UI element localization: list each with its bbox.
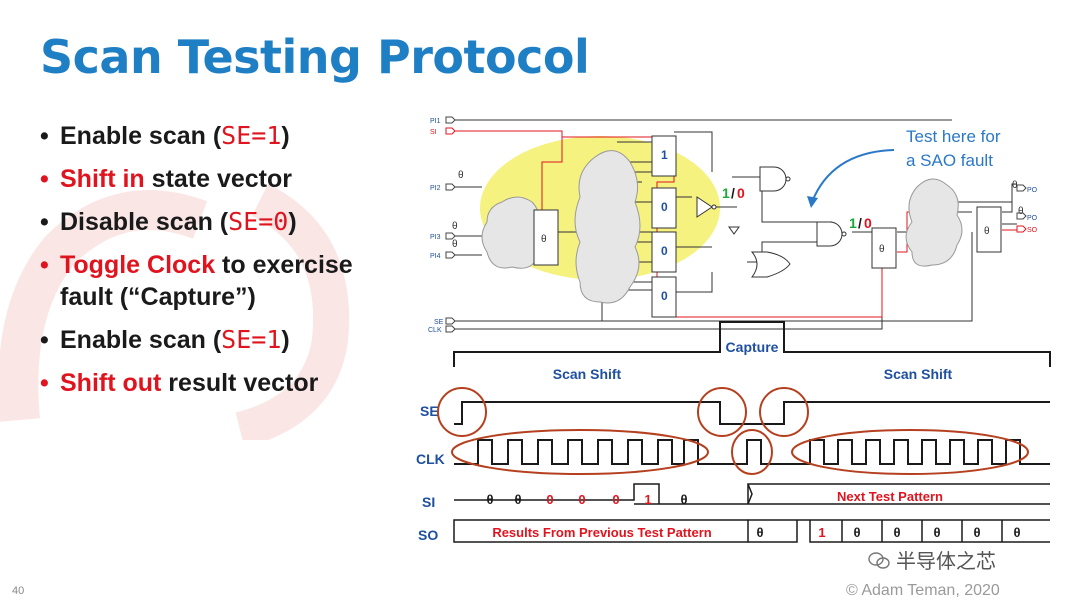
- signal-label-si: SI: [422, 494, 435, 510]
- output-label: PO: [1027, 187, 1038, 194]
- signal-label-se: SE: [420, 403, 439, 419]
- slide-number: 40: [12, 585, 25, 597]
- so-bit: 1: [818, 525, 825, 540]
- timing-diagram: Capture Scan Shift Scan Shift SE CLK SI …: [416, 321, 1051, 543]
- highlight-circle: [759, 387, 809, 437]
- bullet-glyph: •: [40, 165, 49, 193]
- annotation-text: a SAO fault: [906, 151, 993, 170]
- highlight-circle: [791, 429, 1029, 475]
- logic-cloud: [905, 178, 963, 267]
- inverter-gate: [696, 196, 713, 218]
- bullet-glyph: •: [40, 251, 49, 279]
- scan-shift-label: Scan Shift: [553, 366, 622, 382]
- annotation-text: Test here for: [906, 127, 1001, 146]
- flip-flop: [871, 227, 897, 269]
- so-values: θ 1 θ θ θ θ θ: [756, 525, 1020, 540]
- si-bit: 1: [644, 492, 651, 507]
- input-label: PI1: [430, 118, 441, 125]
- ff-value: 0: [661, 200, 668, 214]
- background-watermark: [0, 183, 350, 440]
- si-bit: θ: [486, 492, 493, 507]
- flip-flop: [651, 276, 677, 318]
- se-waveform: [454, 401, 1050, 425]
- scan-diagram: PI1 SI PI2 PI3 PI4 SE CLK θ θ θ: [416, 116, 1051, 543]
- svg-text:θ: θ: [879, 244, 885, 255]
- bullet-item: • Shift in state vector: [40, 165, 293, 193]
- nand-gate: [759, 166, 787, 192]
- capture-label: Capture: [726, 339, 779, 355]
- output-label: PO: [1027, 215, 1038, 222]
- so-bit: θ: [933, 525, 940, 540]
- svg-text:/: /: [731, 185, 735, 201]
- bullet-item: • Enable scan (SE=1): [40, 325, 290, 354]
- input-label: CLK: [428, 327, 442, 334]
- clk-waveform: [454, 439, 1050, 465]
- input-label: PI2: [430, 185, 441, 192]
- so-bit: θ: [853, 525, 860, 540]
- flip-flop: [651, 135, 677, 177]
- svg-text:0: 0: [737, 185, 745, 201]
- bullet-item: • Shift out result vector: [40, 369, 319, 397]
- svg-text:0: 0: [864, 215, 872, 231]
- ff-value: 0: [661, 289, 668, 303]
- so-bit: θ: [1013, 525, 1020, 540]
- svg-text:θ: θ: [452, 221, 458, 232]
- copyright-text: © Adam Teman, 2020: [846, 582, 1000, 599]
- input-label: SE: [434, 319, 444, 326]
- si-next-pattern: Next Test Pattern: [837, 489, 943, 504]
- ff-value: 0: [661, 244, 668, 258]
- flip-flop: [651, 187, 677, 229]
- so-bit: θ: [973, 525, 980, 540]
- highlight-circle: [731, 429, 773, 475]
- highlight-circle: [437, 387, 487, 437]
- svg-text:1: 1: [722, 185, 730, 201]
- svg-text:1: 1: [849, 215, 857, 231]
- so-bit: θ: [893, 525, 900, 540]
- scan-shift-label: Scan Shift: [884, 366, 953, 382]
- page-title: Scan Testing Protocol: [40, 30, 590, 84]
- flip-flop: [976, 206, 1002, 253]
- si-bit: θ: [514, 492, 521, 507]
- or-gate: [750, 251, 791, 278]
- svg-text:θ: θ: [1012, 180, 1018, 191]
- bullet-glyph: •: [40, 122, 49, 150]
- input-label: SI: [430, 129, 437, 136]
- input-label: PI3: [430, 234, 441, 241]
- output-label: SO: [1027, 227, 1038, 234]
- bullet-glyph: •: [40, 369, 49, 397]
- wechat-watermark: 半导体之芯: [868, 545, 996, 574]
- si-values: θ θ 0 0 0 1 θ: [486, 492, 687, 507]
- bullet-list: • Enable scan (SE=1) • Shift in state ve…: [40, 120, 400, 410]
- nand-gate: [816, 221, 843, 247]
- bullet-glyph: •: [40, 326, 49, 354]
- svg-text:θ: θ: [541, 234, 547, 245]
- si-bit: 0: [578, 492, 585, 507]
- si-bit: θ: [680, 492, 687, 507]
- highlight-circle: [697, 387, 747, 437]
- bullet-item: • Enable scan (SE=1): [40, 121, 290, 150]
- input-label: PI4: [430, 253, 441, 260]
- bullet-item: • Disable scan (SE=0): [40, 207, 297, 236]
- si-bit: 0: [546, 492, 553, 507]
- flip-flop: [651, 231, 677, 273]
- signal-label-so: SO: [418, 527, 438, 543]
- svg-text:θ: θ: [458, 170, 464, 181]
- wechat-icon: [868, 552, 890, 569]
- so-previous-results: Results From Previous Test Pattern: [492, 525, 711, 540]
- bullet-item: • Toggle Clock to exercise fault (“Captu…: [40, 251, 353, 311]
- so-bit: θ: [756, 525, 763, 540]
- signal-label-clk: CLK: [416, 451, 445, 467]
- bullet-glyph: •: [40, 208, 49, 236]
- highlight-circle: [451, 429, 709, 475]
- svg-text:θ: θ: [1018, 206, 1024, 217]
- flip-flop: [533, 209, 559, 266]
- ff-value: 1: [661, 148, 668, 162]
- annotation-arrow: [811, 149, 895, 203]
- logic-cloud: [574, 150, 641, 304]
- svg-text:θ: θ: [984, 226, 990, 237]
- svg-text:θ: θ: [452, 239, 458, 250]
- si-bit: 0: [612, 492, 619, 507]
- circuit-schematic: PI1 SI PI2 PI3 PI4 SE CLK θ θ θ: [428, 116, 1038, 334]
- svg-text:/: /: [858, 215, 862, 231]
